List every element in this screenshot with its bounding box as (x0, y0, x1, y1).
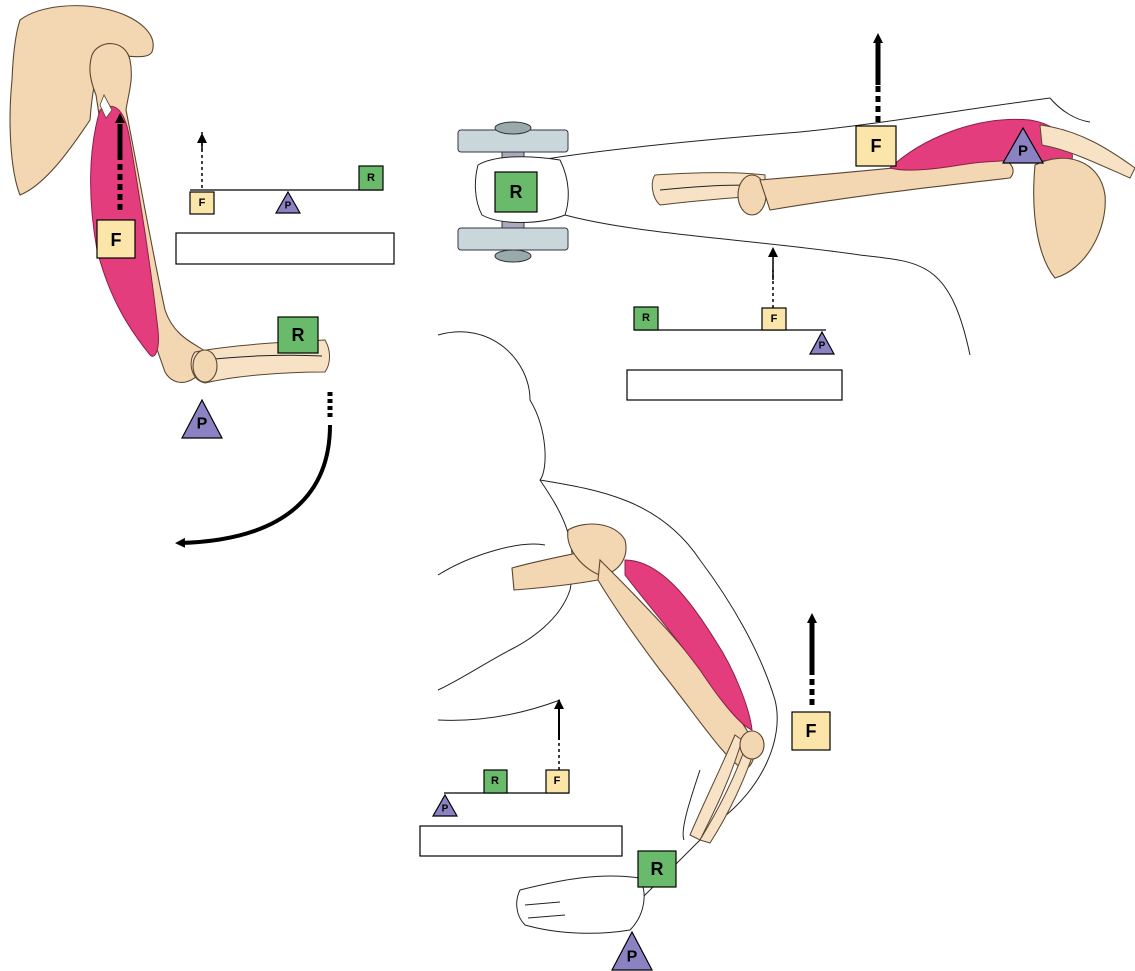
lever1-force-label: F (199, 197, 206, 209)
lever3-force-label: F (554, 775, 561, 787)
pivot-label-3: P (627, 949, 638, 966)
lever-schematic-2: R F P (634, 252, 834, 354)
resistance-label-3: R (651, 859, 664, 879)
answer-box-3[interactable] (420, 826, 622, 856)
lever1-resistance-label: R (367, 172, 375, 184)
panel-arm-flexion: F R P F P R (10, 6, 394, 543)
resistance-label: R (292, 325, 305, 345)
hand (517, 876, 644, 933)
pivot-marker-3: P (612, 932, 652, 970)
lever3-resistance-label: R (491, 775, 499, 787)
answer-box-1[interactable] (176, 233, 394, 264)
pivot-label-2: P (1018, 143, 1028, 160)
force-label-3: F (806, 721, 817, 741)
body-outline (438, 332, 573, 721)
lever-schematic-1: F P R (190, 132, 383, 214)
lever2-resistance-label: R (642, 312, 650, 324)
panel-triceps-extension: F R P P R F (420, 332, 830, 970)
panel-arm-abduction: F R P R F P (458, 38, 1135, 400)
force-marker-2: F (856, 38, 896, 166)
force-marker-3: F (792, 618, 830, 750)
resistance-marker-1: R (278, 317, 318, 353)
resistance-marker-3: R (638, 851, 676, 887)
force-label-2: F (871, 136, 882, 156)
pivot-marker-1: P (182, 400, 222, 438)
lever2-force-label: F (771, 313, 778, 325)
resistance-marker-2: R (495, 172, 537, 212)
resistance-label-2: R (510, 182, 523, 202)
lever1-pivot-label: P (285, 201, 292, 212)
force-label: F (111, 230, 122, 250)
lever2-pivot-label: P (819, 341, 826, 352)
pivot-label: P (197, 416, 208, 433)
lever3-pivot-label: P (442, 804, 449, 815)
answer-box-2[interactable] (627, 370, 842, 400)
